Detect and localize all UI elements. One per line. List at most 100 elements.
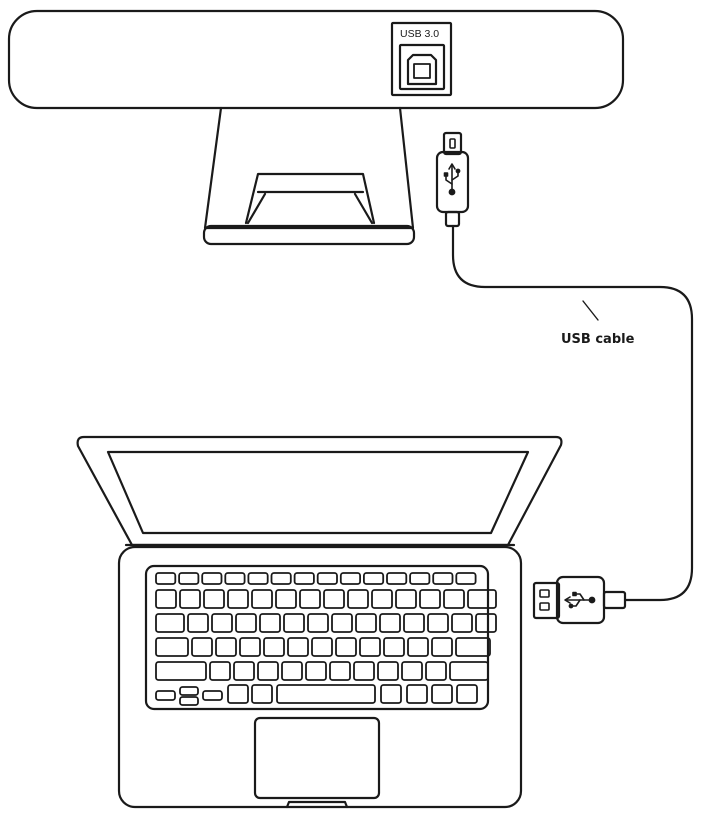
keyboard-key [456, 684, 478, 704]
keyboard-key [323, 589, 345, 609]
keyboard-key [353, 661, 375, 681]
keyboard-key [276, 684, 376, 704]
keyboard-key [191, 637, 213, 657]
usb-symbol-icon [443, 163, 461, 196]
keyboard-key [201, 572, 223, 585]
keyboard-key [475, 613, 497, 633]
keyboard-key [281, 661, 303, 681]
keyboard-key [307, 613, 329, 633]
keyboard-key [362, 572, 385, 585]
keyboard-key [270, 572, 292, 585]
keyboard-key [215, 637, 237, 657]
keyboard-key [455, 572, 477, 585]
keyboard-key [259, 613, 281, 633]
stand-cutout [244, 172, 376, 225]
keyboard-key [299, 589, 321, 609]
keyboard-key [227, 589, 249, 609]
keyboard-key [316, 572, 338, 585]
keyboard-key [311, 637, 333, 657]
keyboard-key [419, 589, 441, 609]
keyboard-key [443, 589, 465, 609]
keyboard-key [406, 684, 428, 704]
usb-a-plug [532, 575, 627, 625]
keyboard-key [347, 589, 369, 609]
laptop-screen [106, 450, 530, 535]
laptop-lid [76, 435, 563, 547]
keyboard-key [179, 686, 199, 696]
keyboard-key [155, 589, 177, 609]
usb-port-label: USB 3.0 [400, 28, 439, 40]
usb-symbol-icon [564, 591, 596, 609]
keyboard-key [155, 637, 189, 657]
keyboard-key [263, 637, 285, 657]
keyboard-key [283, 613, 305, 633]
keyboard-key [379, 613, 401, 633]
keyboard-key [371, 589, 393, 609]
keyboard-key [403, 613, 425, 633]
stand-neck [203, 106, 415, 230]
stand-base [202, 224, 416, 246]
keyboard-key [335, 637, 357, 657]
keyboard-key [155, 661, 207, 681]
usb-b-connector-shape [406, 53, 438, 86]
keyboard-key [383, 637, 405, 657]
keyboard-key [377, 661, 399, 681]
keyboard-key [257, 661, 279, 681]
keyboard-key [178, 572, 200, 585]
usb-port-housing [390, 21, 453, 97]
keyboard-key [155, 613, 185, 633]
keyboard-key [293, 572, 315, 585]
keyboard-key [431, 637, 453, 657]
video-bar-body [7, 9, 625, 110]
keyboard-key [339, 572, 361, 585]
laptop [76, 435, 563, 809]
keyboard-key [251, 684, 273, 704]
keyboard-key [224, 572, 246, 585]
keyboard-key [179, 696, 199, 706]
keyboard-key [187, 613, 209, 633]
keyboard-key [451, 613, 473, 633]
keyboard-key [179, 589, 201, 609]
keyboard-key [395, 589, 417, 609]
keyboard-key [355, 613, 377, 633]
keyboard-key [407, 637, 429, 657]
keyboard-key [211, 613, 233, 633]
video-bar [7, 9, 625, 246]
cable-label-leader [582, 300, 599, 321]
keyboard-key [209, 661, 231, 681]
keyboard-key [401, 661, 423, 681]
usb-b-plug [435, 131, 470, 228]
laptop-notch [285, 800, 349, 809]
keyboard-key [427, 613, 449, 633]
cable-label: USB cable [561, 332, 635, 347]
keyboard-key [425, 661, 447, 681]
keyboard-key [359, 637, 381, 657]
keyboard-key [305, 661, 327, 681]
keyboard-key [409, 572, 431, 585]
keyboard-key [432, 572, 454, 585]
keyboard-key [329, 661, 351, 681]
usb-port-socket [398, 43, 446, 91]
keyboard-key [380, 684, 402, 704]
usb-cable [451, 224, 694, 602]
keyboard-key [275, 589, 297, 609]
keyboard-key [287, 637, 309, 657]
keyboard-key [386, 572, 408, 585]
laptop-base [117, 545, 523, 809]
keyboard-key [235, 613, 257, 633]
keyboard-key [227, 684, 249, 704]
keyboard-key [247, 572, 269, 585]
keyboard-key [455, 637, 491, 657]
keyboard-key [203, 589, 225, 609]
keyboard-key [467, 589, 497, 609]
keyboard-key [239, 637, 261, 657]
keyboard-key [233, 661, 255, 681]
keyboard-key [331, 613, 353, 633]
keyboard-key [202, 690, 223, 701]
keyboard-key [155, 572, 177, 585]
keyboard-key [449, 661, 489, 681]
keyboard-key [431, 684, 453, 704]
keyboard-key [155, 690, 176, 701]
laptop-trackpad [253, 716, 381, 800]
